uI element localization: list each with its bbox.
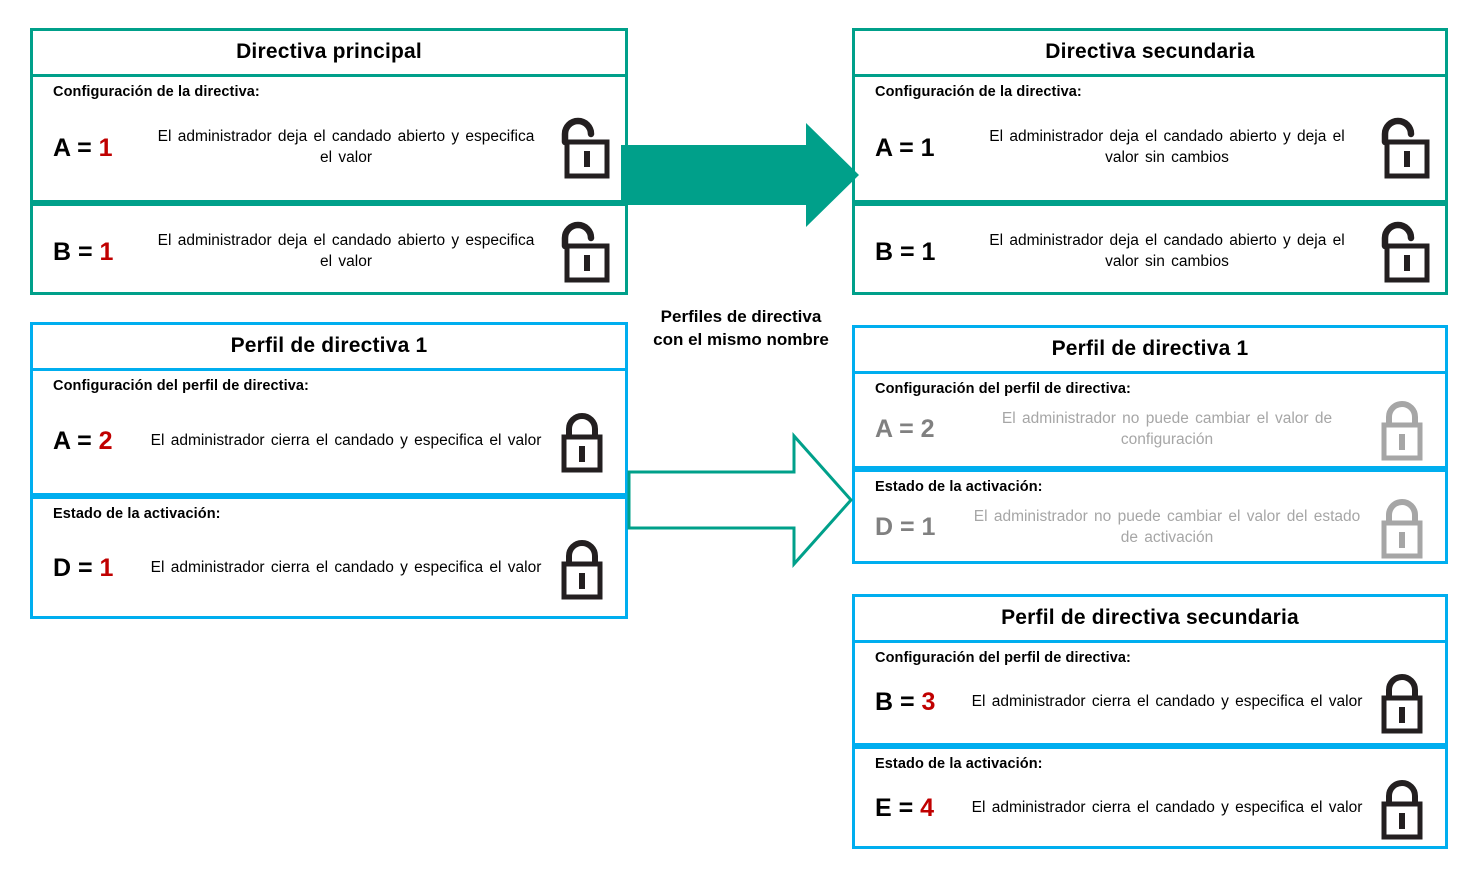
setting-key: A =	[875, 415, 921, 443]
row-primary-policy-b: B = 1 El administrador deja el candado a…	[30, 203, 628, 295]
row-secondary-profile-e: Estado de la activación: E = 4 El admini…	[852, 746, 1448, 849]
unlocked-padlock-icon	[561, 117, 610, 179]
setting-key: D =	[875, 513, 922, 541]
setting-key-value-a: A = 1	[53, 134, 139, 163]
setting-key: A =	[875, 133, 921, 162]
setting-description: El administrador no puede cambiar el val…	[973, 507, 1361, 546]
setting-key: B =	[875, 688, 922, 716]
locked-padlock-icon-disabled	[1381, 400, 1423, 460]
setting-value: 2	[920, 415, 935, 443]
setting-value: 1	[921, 237, 936, 266]
setting-value: 1	[99, 237, 114, 266]
locked-padlock-icon	[1381, 779, 1423, 839]
setting-description: El administrador cierra el candado y esp…	[150, 432, 542, 450]
locked-padlock-icon	[1381, 673, 1423, 733]
setting-value: 1	[920, 133, 935, 162]
setting-key-value-d: D = 1	[875, 513, 961, 542]
row-label-estado-activacion: Estado de la activación:	[875, 756, 1043, 772]
setting-key-value-a: A = 1	[875, 134, 961, 163]
card-policy-profile-1-right: Perfil de directiva 1 Configuración del …	[852, 325, 1448, 564]
setting-value: 4	[920, 794, 935, 822]
row-label-config-perfil: Configuración del perfil de directiva:	[875, 650, 1131, 666]
setting-key: B =	[875, 237, 922, 266]
setting-key-value-b: B = 1	[53, 238, 139, 267]
setting-key-value-a: A = 2	[875, 415, 961, 444]
setting-description: El administrador cierra el candado y esp…	[150, 559, 542, 577]
locked-padlock-icon-disabled	[1381, 498, 1423, 558]
row-primary-policy-a: Configuración de la directiva: A = 1 El …	[30, 77, 628, 203]
row-secondary-policy-b: B = 1 El administrador deja el candado a…	[852, 203, 1448, 295]
setting-description: El administrador cierra el candado y esp…	[971, 693, 1363, 711]
card-title-primary-policy: Directiva principal	[30, 28, 628, 77]
hollow-right-arrow	[627, 432, 854, 568]
setting-key-value-a: A = 2	[53, 427, 139, 456]
unlocked-padlock-icon	[1381, 221, 1430, 283]
setting-value: 2	[98, 427, 113, 455]
card-title-secondary-policy: Directiva secundaria	[852, 28, 1448, 77]
card-title-secondary-policy-profile: Perfil de directiva secundaria	[852, 594, 1448, 643]
setting-key: B =	[53, 237, 100, 266]
row-secondary-policy-a: Configuración de la directiva: A = 1 El …	[852, 77, 1448, 203]
row-profile1-left-d: Estado de la activación: D = 1 El admini…	[30, 496, 628, 619]
row-label-config-perfil: Configuración del perfil de directiva:	[875, 381, 1131, 397]
setting-key-value-b: B = 3	[875, 688, 961, 717]
setting-key: E =	[875, 794, 921, 822]
setting-key-value-b: B = 1	[875, 238, 961, 267]
solid-right-arrow	[621, 123, 859, 227]
card-primary-policy: Directiva principal Configuración de la …	[30, 28, 628, 295]
row-label-config-directiva: Configuración de la directiva:	[53, 84, 260, 100]
setting-value: 1	[99, 554, 114, 582]
row-label-estado-activacion: Estado de la activación:	[53, 506, 221, 522]
center-caption: Perfiles de directiva con el mismo nombr…	[653, 307, 829, 349]
locked-padlock-icon	[561, 412, 603, 472]
setting-key: D =	[53, 554, 100, 582]
card-title-policy-profile-1: Perfil de directiva 1	[852, 325, 1448, 374]
setting-description: El administrador deja el candado abierto…	[989, 232, 1345, 270]
setting-key: A =	[53, 133, 99, 162]
row-label-config-directiva: Configuración de la directiva:	[875, 84, 1082, 100]
setting-description: El administrador no puede cambiar el val…	[1001, 409, 1333, 448]
row-profile1-right-d: Estado de la activación: D = 1 El admini…	[852, 469, 1448, 564]
setting-key: A =	[53, 427, 99, 455]
unlocked-padlock-icon	[1381, 117, 1430, 179]
setting-value: 1	[98, 133, 113, 162]
card-secondary-policy: Directiva secundaria Configuración de la…	[852, 28, 1448, 295]
setting-description: El administrador deja el candado abierto…	[157, 232, 535, 270]
setting-description: El administrador deja el candado abierto…	[989, 128, 1345, 166]
card-secondary-policy-profile: Perfil de directiva secundaria Configura…	[852, 594, 1448, 849]
setting-key-value-e: E = 4	[875, 794, 961, 823]
card-title-policy-profile-1: Perfil de directiva 1	[30, 322, 628, 371]
setting-value: 1	[921, 513, 936, 541]
setting-key-value-d: D = 1	[53, 554, 139, 583]
row-secondary-profile-b: Configuración del perfil de directiva: B…	[852, 643, 1448, 746]
card-policy-profile-1-left: Perfil de directiva 1 Configuración del …	[30, 322, 628, 619]
setting-description: El administrador cierra el candado y esp…	[971, 799, 1363, 817]
locked-padlock-icon	[561, 539, 603, 599]
row-label-config-perfil: Configuración del perfil de directiva:	[53, 378, 309, 394]
row-profile1-left-a: Configuración del perfil de directiva: A…	[30, 371, 628, 496]
setting-value: 3	[921, 688, 936, 716]
setting-description: El administrador deja el candado abierto…	[157, 128, 535, 166]
unlocked-padlock-icon	[561, 221, 610, 283]
row-label-estado-activacion: Estado de la activación:	[875, 479, 1043, 495]
row-profile1-right-a: Configuración del perfil de directiva: A…	[852, 374, 1448, 469]
